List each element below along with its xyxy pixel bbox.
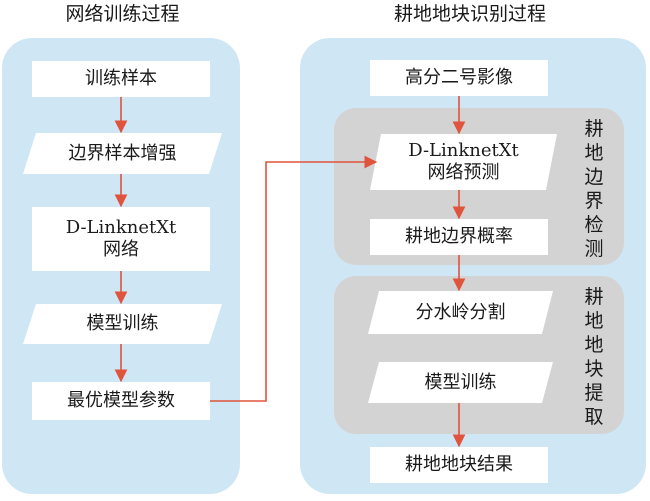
boundary-detection-label: 耕地边界检测 <box>584 118 604 260</box>
network-label-line1: D-LinknetXt <box>65 217 177 238</box>
boundary-prob-box: 耕地边界概率 <box>370 219 548 255</box>
parcel-extraction-label: 耕地地块提取 <box>584 286 604 428</box>
network-box: D-LinknetXt 网络 <box>32 207 210 271</box>
training-left-label: 模型训练 <box>86 313 159 334</box>
training-left-box: 模型训练 <box>23 304 222 344</box>
network-label-line2: 网络 <box>103 239 139 260</box>
enhance-label: 边界样本增强 <box>68 142 177 164</box>
best-params-label: 最优模型参数 <box>67 390 175 411</box>
predict-label-line2: 网络预测 <box>427 162 500 183</box>
predict-box: D-LinknetXt 网络预测 <box>370 134 557 190</box>
boundary-prob-label: 耕地边界概率 <box>405 226 513 247</box>
samples-label: 训练样本 <box>85 68 157 89</box>
result-box: 耕地地块结果 <box>370 447 548 483</box>
watershed-box: 分水岭分割 <box>368 291 553 334</box>
enhance-box: 边界样本增强 <box>23 133 222 174</box>
image-box: 高分二号影像 <box>370 60 548 96</box>
left-panel-title: 网络训练过程 <box>65 3 180 25</box>
result-label: 耕地地块结果 <box>405 454 513 475</box>
right-panel-title: 耕地地块识别过程 <box>393 3 546 25</box>
training-right-label: 模型训练 <box>424 371 497 393</box>
samples-box: 训练样本 <box>32 61 210 97</box>
image-label: 高分二号影像 <box>405 67 513 88</box>
watershed-label: 分水岭分割 <box>415 301 506 323</box>
predict-label-line1: D-LinknetXt <box>408 140 519 161</box>
best-params-box: 最优模型参数 <box>32 382 210 420</box>
training-right-box: 模型训练 <box>368 362 553 403</box>
